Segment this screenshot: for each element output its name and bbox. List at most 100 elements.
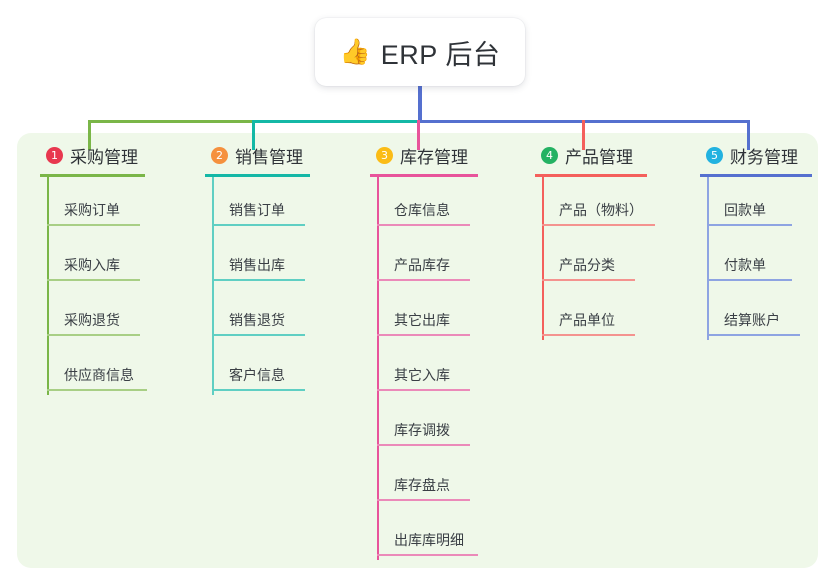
list-item[interactable]: 其它出库	[370, 287, 530, 342]
list-item[interactable]: 库存盘点	[370, 452, 530, 507]
leaf-underline	[212, 389, 305, 391]
leaf-label: 供应商信息	[64, 367, 134, 383]
leaf-underline	[47, 389, 147, 391]
branch-header-2[interactable]: 2 销售管理	[205, 143, 355, 167]
leaf-label: 回款单	[724, 202, 766, 218]
leaf-label: 产品库存	[394, 257, 450, 273]
branch-items-3: 仓库信息 产品库存 其它出库 其它入库 库存调拨 库存盘点	[370, 177, 530, 562]
branch-items-5: 回款单 付款单 结算账户	[700, 177, 839, 342]
branch-label-3: 库存管理	[400, 147, 468, 167]
bus-line-segment-teal	[252, 120, 420, 123]
branch-stem-2	[212, 177, 214, 395]
list-item[interactable]: 产品（物料）	[535, 177, 700, 232]
leaf-underline	[377, 554, 478, 556]
leaf-label: 库存调拨	[394, 422, 450, 438]
branch-column-3: 3 库存管理 仓库信息 产品库存 其它出库 其它入库 库存调拨	[370, 143, 530, 562]
branch-items-2: 销售订单 销售出库 销售退货 客户信息	[205, 177, 355, 397]
list-item[interactable]: 回款单	[700, 177, 839, 232]
leaf-underline	[707, 334, 800, 336]
leaf-label: 销售退货	[229, 312, 285, 328]
drop-line-branch-2	[252, 120, 255, 150]
branch-header-5[interactable]: 5 财务管理	[700, 143, 839, 167]
leaf-underline	[212, 279, 305, 281]
leaf-label: 客户信息	[229, 367, 285, 383]
leaf-label: 其它入库	[394, 367, 450, 383]
branch-label-4: 产品管理	[565, 147, 633, 167]
leaf-label: 采购订单	[64, 202, 120, 218]
leaf-label: 出库库明细	[394, 532, 464, 548]
list-item[interactable]: 产品库存	[370, 232, 530, 287]
list-item[interactable]: 库存调拨	[370, 397, 530, 452]
root-node-card[interactable]: 👍 ERP 后台	[315, 18, 525, 86]
leaf-underline	[47, 334, 140, 336]
leaf-underline	[212, 334, 305, 336]
leaf-label: 库存盘点	[394, 477, 450, 493]
leaf-underline	[542, 279, 635, 281]
branch-rule-5	[700, 174, 812, 177]
branch-header-3[interactable]: 3 库存管理	[370, 143, 530, 167]
drop-line-branch-5	[747, 120, 750, 150]
branch-rule-4	[535, 174, 647, 177]
leaf-underline	[377, 279, 470, 281]
list-item[interactable]: 采购退货	[40, 287, 190, 342]
branch-label-1: 采购管理	[70, 147, 138, 167]
drop-line-branch-3	[417, 120, 420, 150]
leaf-underline	[377, 499, 470, 501]
branch-header-1[interactable]: 1 采购管理	[40, 143, 190, 167]
branch-stem-4	[542, 177, 544, 340]
branch-label-5: 财务管理	[730, 147, 798, 167]
leaf-label: 采购退货	[64, 312, 120, 328]
leaf-label: 产品（物料）	[559, 202, 643, 218]
leaf-underline	[377, 389, 470, 391]
leaf-underline	[47, 224, 140, 226]
list-item[interactable]: 出库库明细	[370, 507, 530, 562]
branch-badge-3: 3	[376, 146, 393, 164]
list-item[interactable]: 采购订单	[40, 177, 190, 232]
leaf-label: 其它出库	[394, 312, 450, 328]
list-item[interactable]: 产品分类	[535, 232, 700, 287]
branch-badge-2: 2	[211, 146, 228, 164]
list-item[interactable]: 销售订单	[205, 177, 355, 232]
leaf-underline	[377, 334, 470, 336]
branch-header-4[interactable]: 4 产品管理	[535, 143, 700, 167]
branch-rule-3	[370, 174, 478, 177]
list-item[interactable]: 仓库信息	[370, 177, 530, 232]
list-item[interactable]: 销售出库	[205, 232, 355, 287]
leaf-underline	[542, 224, 655, 226]
list-item[interactable]: 结算账户	[700, 287, 839, 342]
leaf-underline	[377, 224, 470, 226]
leaf-underline	[707, 224, 792, 226]
trunk-vertical-line	[418, 86, 422, 122]
leaf-underline	[212, 224, 305, 226]
leaf-label: 销售订单	[229, 202, 285, 218]
leaf-label: 采购入库	[64, 257, 120, 273]
branch-items-1: 采购订单 采购入库 采购退货 供应商信息	[40, 177, 190, 397]
branch-column-4: 4 产品管理 产品（物料） 产品分类 产品单位	[535, 143, 700, 342]
thumbs-up-icon: 👍	[339, 37, 371, 66]
leaf-label: 仓库信息	[394, 202, 450, 218]
branch-column-5: 5 财务管理 回款单 付款单 结算账户	[700, 143, 839, 342]
list-item[interactable]: 销售退货	[205, 287, 355, 342]
leaf-underline	[47, 279, 140, 281]
branch-column-2: 2 销售管理 销售订单 销售出库 销售退货 客户信息	[205, 143, 355, 397]
list-item[interactable]: 其它入库	[370, 342, 530, 397]
leaf-underline	[707, 279, 792, 281]
list-item[interactable]: 供应商信息	[40, 342, 190, 397]
branch-stem-1	[47, 177, 49, 395]
leaf-underline	[377, 444, 470, 446]
list-item[interactable]: 付款单	[700, 232, 839, 287]
list-item[interactable]: 客户信息	[205, 342, 355, 397]
branch-column-1: 1 采购管理 采购订单 采购入库 采购退货 供应商信息	[40, 143, 190, 397]
bus-line-segment-green	[88, 120, 254, 123]
branch-badge-5: 5	[706, 146, 723, 164]
leaf-label: 产品分类	[559, 257, 615, 273]
leaf-label: 产品单位	[559, 312, 615, 328]
list-item[interactable]: 采购入库	[40, 232, 190, 287]
branch-rule-2	[205, 174, 310, 177]
drop-line-branch-1	[88, 120, 91, 150]
list-item[interactable]: 产品单位	[535, 287, 700, 342]
branch-badge-1: 1	[46, 146, 63, 164]
diagram-panel	[17, 133, 818, 568]
drop-line-branch-4	[582, 120, 585, 150]
